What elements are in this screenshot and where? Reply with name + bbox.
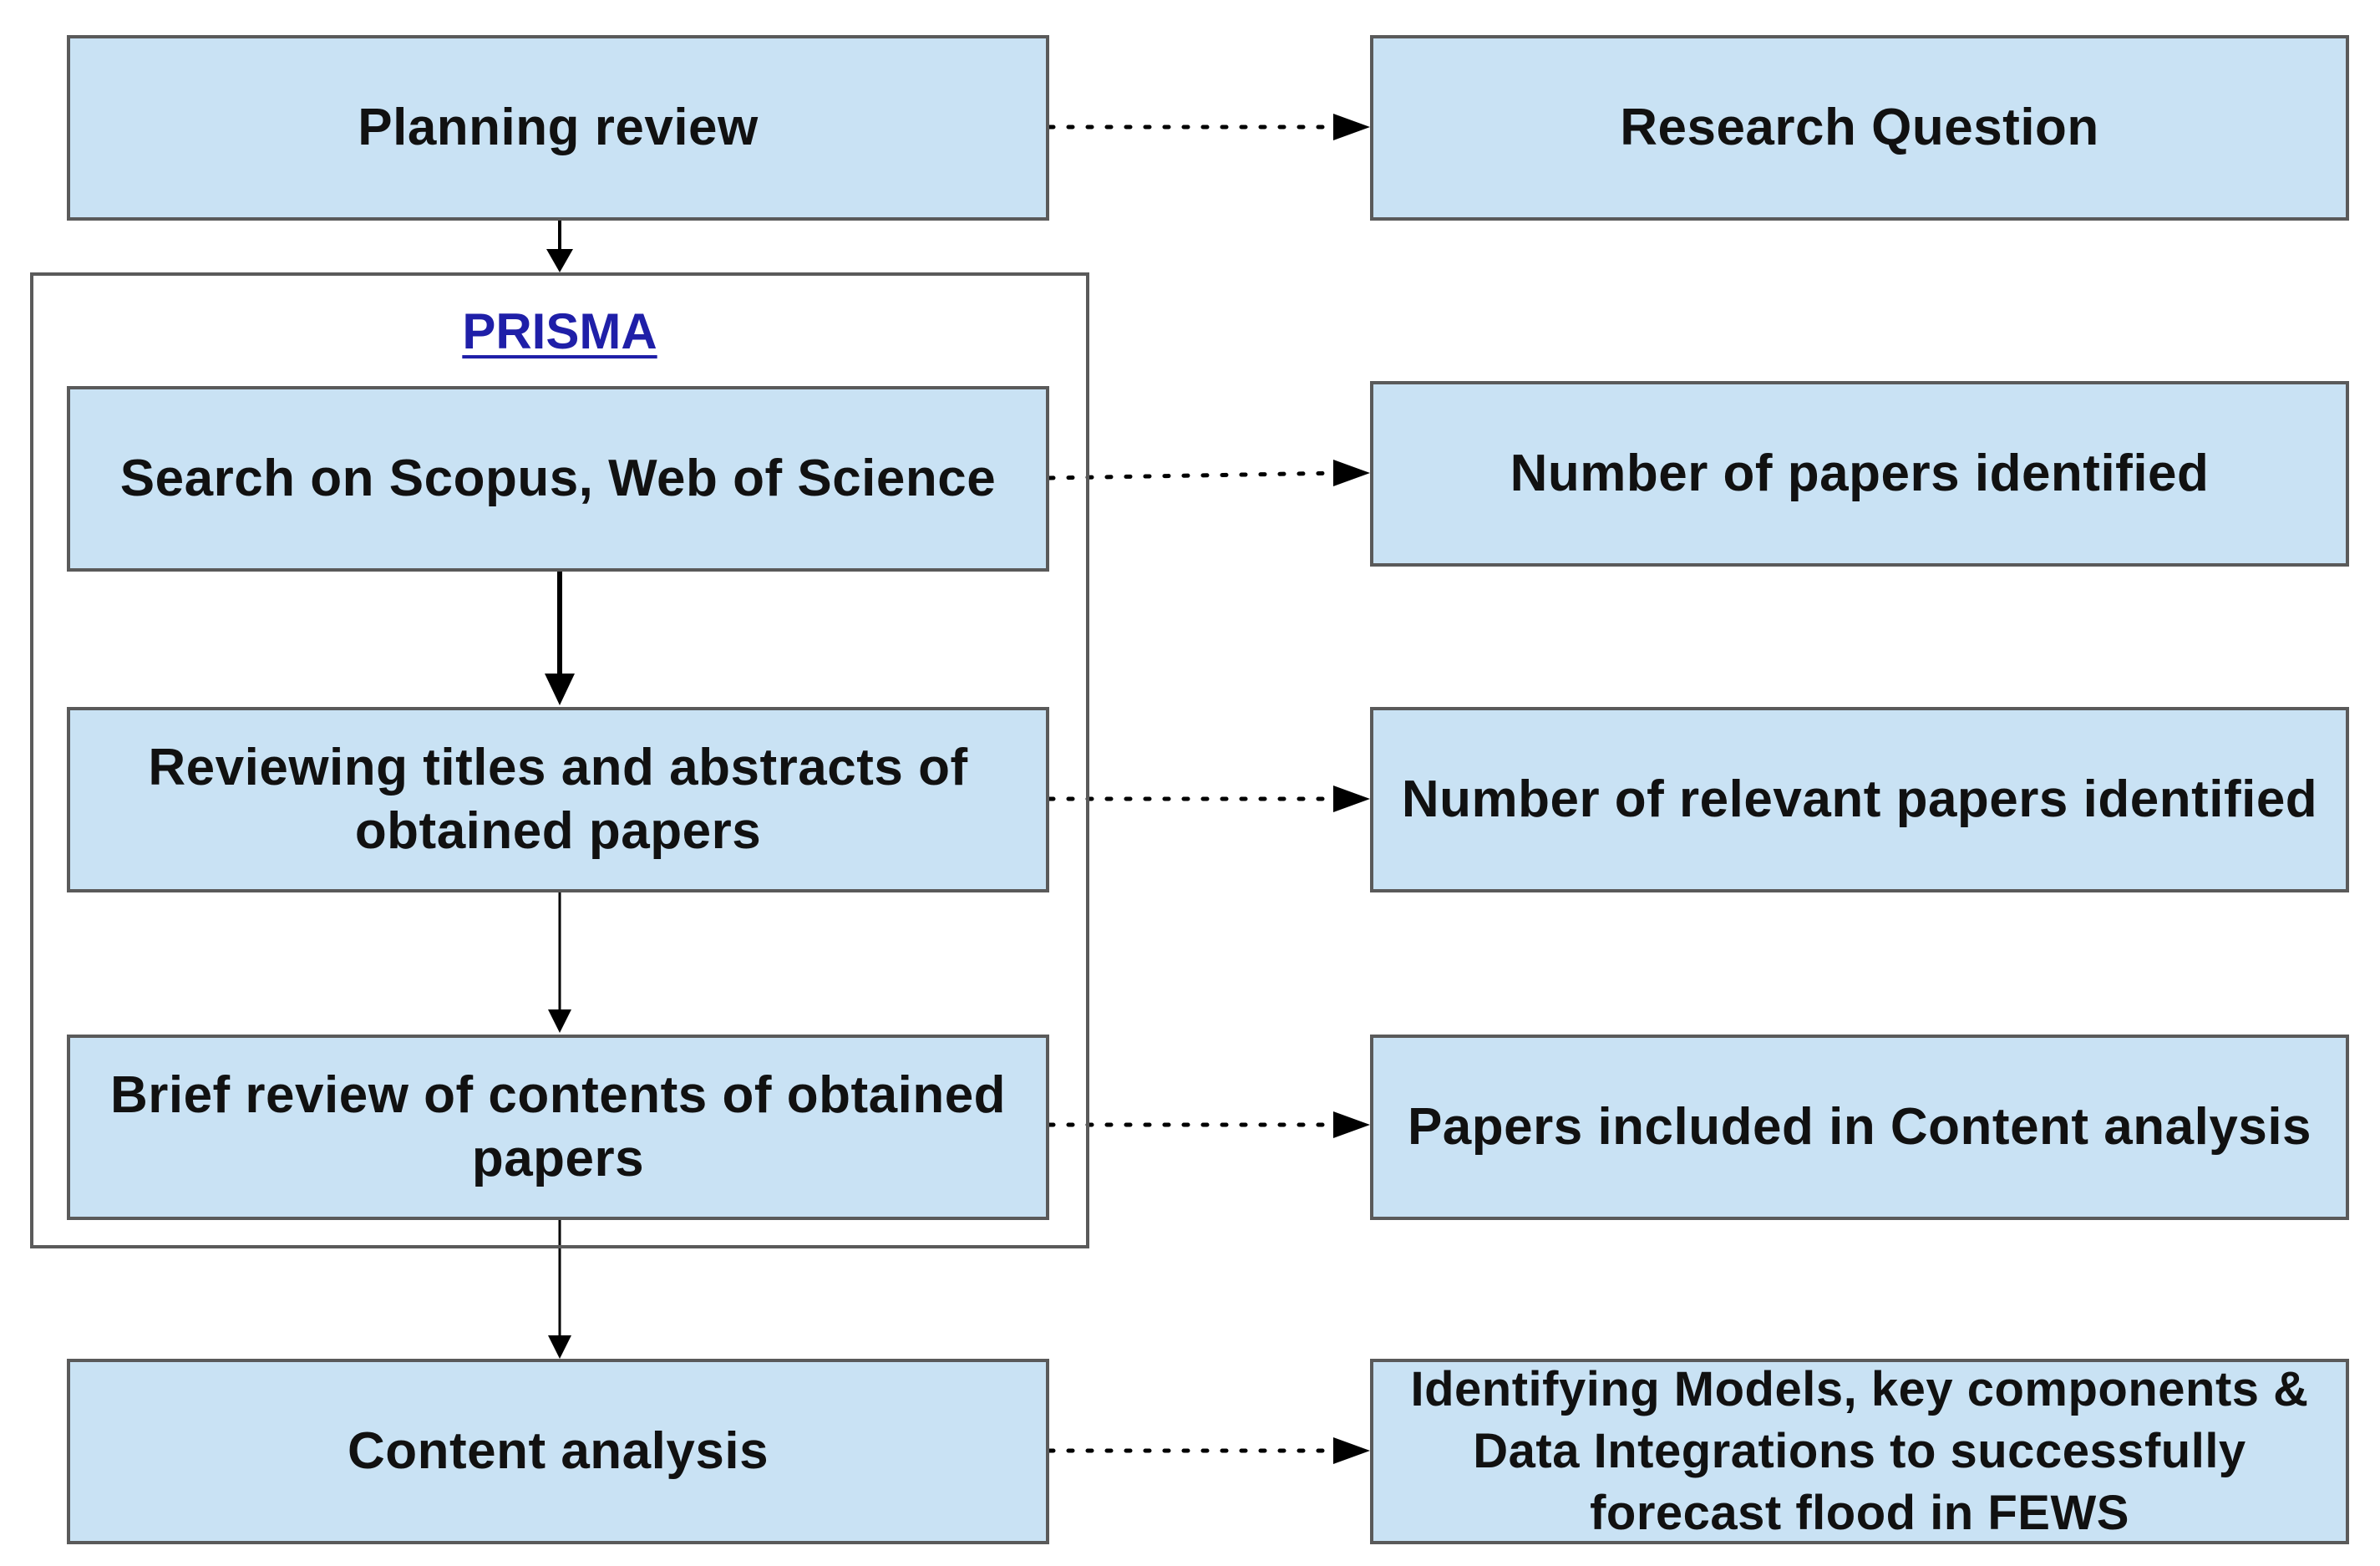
identifying-models-label: Identifying Models, key components & Dat…: [1410, 1361, 2309, 1541]
dotted-arrows: [1047, 114, 1370, 1464]
dotted-arrowhead-reviewing-to-relevant: [1333, 786, 1370, 812]
dotted-arrowhead-planning-to-question: [1333, 114, 1370, 140]
prisma-group-title: PRISMA: [462, 303, 657, 359]
papers-identified-box: Number of papers identified: [1370, 381, 2349, 567]
papers-included-box: Papers included in Content analysis: [1370, 1035, 2349, 1220]
search-box: Search on Scopus, Web of Science: [67, 386, 1049, 572]
prisma-group-container: [30, 272, 1089, 1248]
dotted-arrow-search-to-identified: [1047, 470, 1344, 480]
planning-review-label: Planning review: [358, 99, 759, 157]
reviewing-titles-box: Reviewing titles and abstracts of obtain…: [67, 707, 1049, 892]
arrowhead-brief-to-content: [548, 1335, 571, 1359]
research-question-box: Research Question: [1370, 35, 2349, 221]
reviewing-titles-label: Reviewing titles and abstracts of obtain…: [148, 739, 968, 860]
relevant-papers-box: Number of relevant papers identified: [1370, 707, 2349, 892]
content-analysis-label: Content analysis: [347, 1422, 769, 1481]
brief-review-label: Brief review of contents of obtained pap…: [109, 1066, 1007, 1187]
papers-identified-label: Number of papers identified: [1510, 445, 2210, 503]
content-analysis-box: Content analysis: [67, 1359, 1049, 1544]
arrowhead-planning-to-prisma: [546, 249, 573, 272]
brief-review-box: Brief review of contents of obtained pap…: [67, 1035, 1049, 1220]
research-question-label: Research Question: [1620, 99, 2099, 157]
relevant-papers-label: Number of relevant papers identified: [1401, 770, 2318, 829]
dotted-arrowhead-brief-to-included: [1333, 1111, 1370, 1138]
dotted-arrowhead-search-to-identified: [1333, 460, 1370, 486]
dotted-arrowhead-content-to-identifying: [1333, 1437, 1370, 1464]
papers-included-label: Papers included in Content analysis: [1407, 1098, 2312, 1157]
identifying-models-box: Identifying Models, key components & Dat…: [1370, 1359, 2349, 1544]
search-label: Search on Scopus, Web of Science: [119, 450, 997, 508]
planning-review-box: Planning review: [67, 35, 1049, 221]
